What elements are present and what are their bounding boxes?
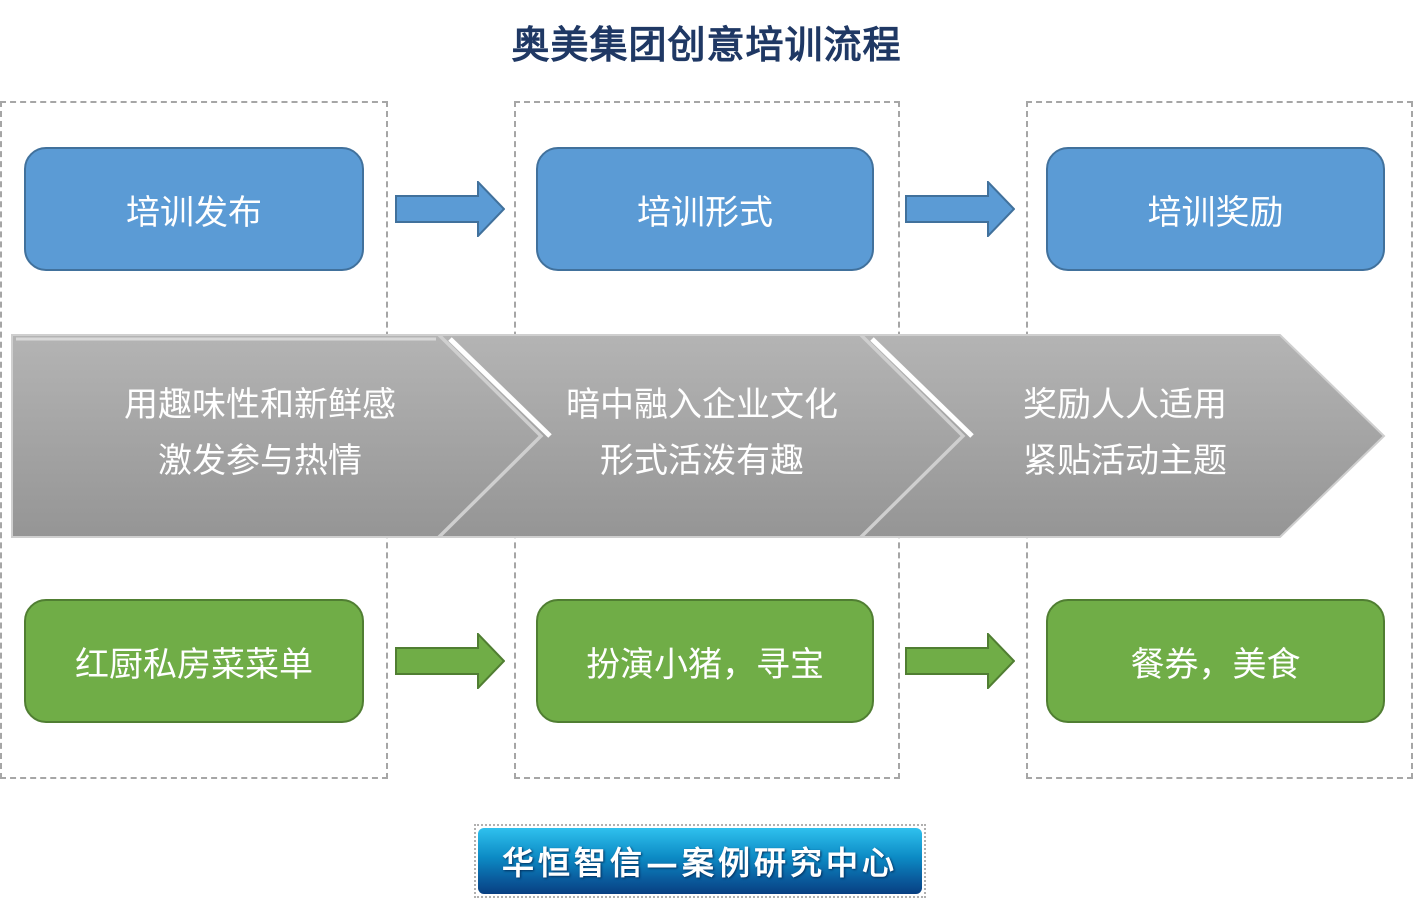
chevron-text-3: 奖励人人适用 紧贴活动主题 <box>925 377 1325 489</box>
stage-label: 培训奖励 <box>1147 192 1284 233</box>
example-box-menu: 红厨私房菜菜单 <box>24 599 364 723</box>
chevron-line: 紧贴活动主题 <box>1023 441 1227 481</box>
stage-box-release: 培训发布 <box>24 147 364 271</box>
example-label: 餐券，美食 <box>1130 644 1301 685</box>
chevron-step-1 <box>11 334 542 538</box>
example-label: 扮演小猪，寻宝 <box>586 644 824 685</box>
arrow-right-icon <box>395 181 505 237</box>
chevron-line: 暗中融入企业文化 <box>566 385 838 425</box>
arrow-right-icon <box>905 633 1015 689</box>
footer-banner: 华恒智信—案例研究中心 <box>474 824 926 898</box>
stage-label: 培训发布 <box>126 192 262 233</box>
chevron-step-2 <box>437 334 964 538</box>
chevron-step-3 <box>859 334 1386 538</box>
chevron-line: 激发参与热情 <box>158 441 362 481</box>
arrow-right-icon <box>395 633 505 689</box>
chevron-line: 形式活泼有趣 <box>600 441 804 481</box>
chevron-text-2: 暗中融入企业文化 形式活泼有趣 <box>502 377 902 489</box>
stage-label: 培训形式 <box>637 192 773 233</box>
chevron-line: 用趣味性和新鲜感 <box>124 385 396 425</box>
stage-box-format: 培训形式 <box>536 147 874 271</box>
example-label: 红厨私房菜菜单 <box>75 644 313 685</box>
example-box-roleplay: 扮演小猪，寻宝 <box>536 599 874 723</box>
chevron-text-1: 用趣味性和新鲜感 激发参与热情 <box>60 377 460 489</box>
chevron-line: 奖励人人适用 <box>1023 385 1227 425</box>
example-box-vouchers: 餐券，美食 <box>1046 599 1385 723</box>
arrow-right-icon <box>905 181 1015 237</box>
chevron-process-band <box>11 334 1386 538</box>
stage-box-reward: 培训奖励 <box>1046 147 1385 271</box>
footer-label: 华恒智信—案例研究中心 <box>478 828 922 894</box>
page-title: 奥美集团创意培训流程 <box>511 23 902 67</box>
